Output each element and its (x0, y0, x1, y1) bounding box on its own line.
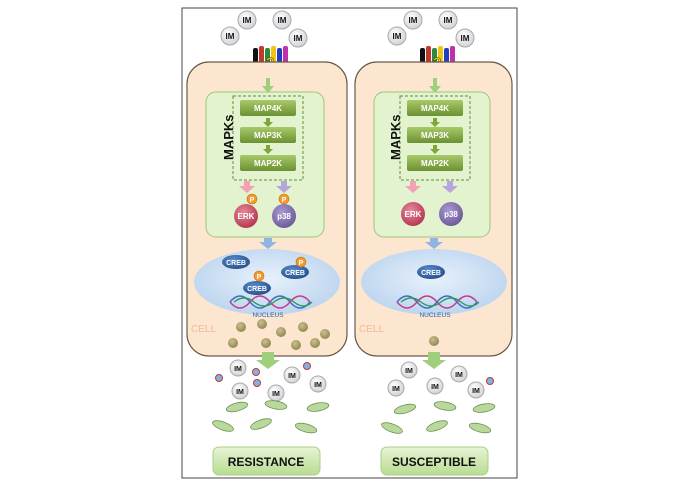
arrow-icon (429, 78, 441, 93)
creb-node (417, 265, 445, 279)
im-ligand-icon: IM IM IM IM (387, 10, 475, 48)
ligand-label: IM (278, 16, 287, 25)
ligand-label: IM (472, 388, 480, 395)
p38-label: p38 (444, 210, 458, 219)
kinase-label: MAP2K (254, 159, 282, 168)
cell-label: CELL (191, 324, 216, 335)
dna-icon (396, 295, 480, 309)
outcome-box (212, 446, 321, 476)
arrow-icon (259, 238, 277, 249)
ligand-label: IM (234, 366, 242, 373)
kinase-box (407, 155, 463, 171)
dna-icon (229, 295, 313, 309)
ligand-label: IM (405, 368, 413, 375)
outcome-box (380, 446, 489, 476)
kinase-box (407, 127, 463, 143)
kinase-label: MAP2K (421, 159, 449, 168)
creb-label: CREB (285, 270, 305, 277)
cascade-label: MAPKs (221, 114, 236, 160)
creb-label: CREB (226, 260, 246, 267)
phospho-label: P (299, 260, 304, 267)
kinase-box (240, 127, 296, 143)
im-ligand-icon: IM IM IM IM (220, 10, 308, 48)
kinase-box (240, 100, 296, 116)
insect-icon (212, 400, 330, 434)
p38-node (439, 202, 463, 226)
kinase-label: MAP3K (254, 131, 282, 140)
ligand-label: IM (294, 34, 303, 43)
arrow-icon (442, 181, 458, 193)
vesicle-icon (228, 319, 330, 350)
erk-label: ERK (405, 210, 422, 219)
ligand-label: IM (236, 389, 244, 396)
ligand-label: IM (243, 16, 252, 25)
cell-label: CELL (359, 324, 384, 335)
arrow-icon (239, 181, 255, 193)
ligand-label: IM (431, 384, 439, 391)
nucleus-label: NUCLEUS (252, 312, 284, 319)
phospho-label: P (250, 197, 255, 204)
creb-node (281, 265, 309, 279)
ligand-label: IM (455, 372, 463, 379)
ligand-label: IM (461, 34, 470, 43)
phospho-icon (295, 256, 307, 268)
outcome-label: RESISTANCE (228, 455, 304, 469)
arrow-icon (276, 181, 292, 193)
erk-node (234, 204, 258, 228)
erk-label: ERK (238, 212, 255, 221)
vesicle-icon (429, 336, 439, 346)
ligand-label: IM (444, 16, 453, 25)
cascade-label: MAPKs (388, 114, 403, 160)
kinase-dashed-box (232, 95, 304, 181)
phospho-label: P (282, 197, 287, 204)
ligand-label: IM (314, 382, 322, 389)
p38-node (272, 204, 296, 228)
arrow-icon (425, 238, 443, 249)
im-ligand-icon: IM IM IM IM IM (387, 361, 485, 399)
phospho-label: P (257, 274, 262, 281)
creb-node (222, 255, 250, 269)
insect-icon (381, 401, 496, 434)
phospho-icon (253, 270, 265, 282)
kinase-label: MAP4K (254, 104, 282, 113)
p38-label: p38 (277, 212, 291, 221)
ligand-label: IM (409, 16, 418, 25)
arrow-icon (405, 181, 421, 193)
creb-label: CREB (421, 270, 441, 277)
arrow-icon (256, 352, 280, 369)
arrow-icon (422, 352, 446, 369)
kinase-label: MAP4K (421, 104, 449, 113)
arrow-icon (262, 78, 274, 93)
kinase-dashed-box (399, 95, 471, 181)
ligand-label: IM (226, 32, 235, 41)
ligand-label: IM (392, 386, 400, 393)
kinase-box (407, 100, 463, 116)
ligand-label: IM (288, 373, 296, 380)
left-panel: IM IM IM IM ? MAPKs MAP4K MAP3K (186, 10, 348, 476)
nucleus (361, 249, 507, 315)
phospho-icon (246, 193, 258, 205)
creb-node (243, 281, 271, 295)
ligand-label: IM (393, 32, 402, 41)
kinase-label: MAP3K (421, 131, 449, 140)
outcome-label: SUSCEPTIBLE (392, 455, 476, 469)
nucleus-label: NUCLEUS (419, 312, 451, 319)
creb-label: CREB (247, 286, 267, 293)
right-panel: IM IM IM IM ? MAPKs MAP4K MAP3K MAP2K (354, 10, 513, 476)
ligand-label: IM (272, 391, 280, 398)
kinase-box (240, 155, 296, 171)
erk-node (401, 202, 425, 226)
